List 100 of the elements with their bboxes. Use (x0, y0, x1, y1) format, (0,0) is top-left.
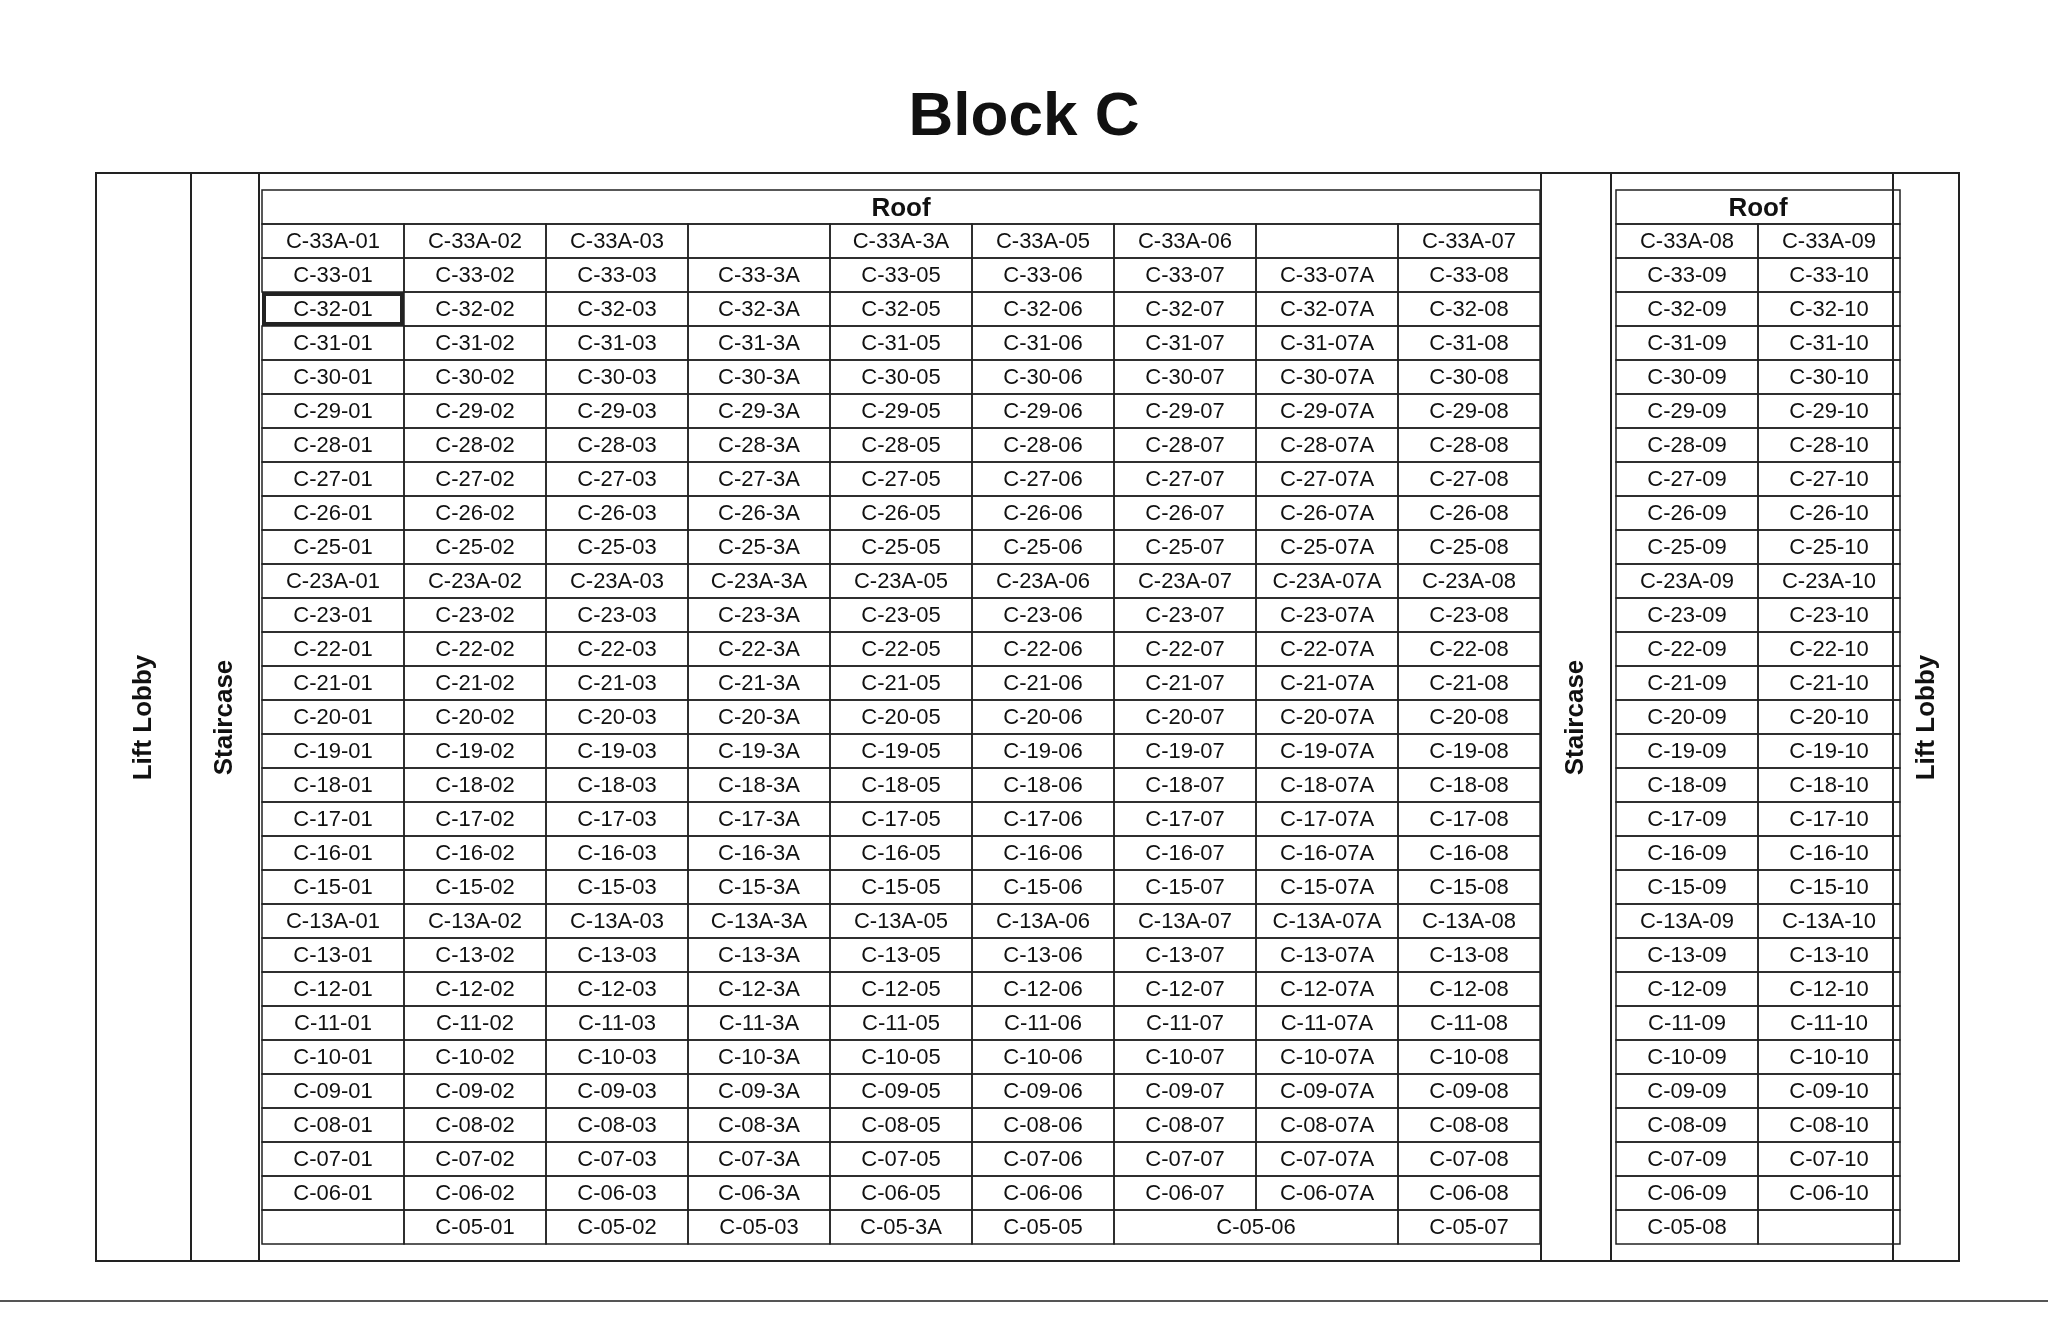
unit-number: C-33-10 (1789, 262, 1869, 288)
unit-number: C-15-07A (1279, 874, 1375, 900)
unit-number: C-21-07 (1145, 670, 1225, 696)
unit-number: C-15-10 (1789, 874, 1869, 900)
unit-number: C-31-06 (1003, 330, 1083, 356)
unit-number: C-11-02 (436, 1010, 514, 1036)
unit-number: C-07-06 (1003, 1146, 1083, 1172)
unit-number: C-12-10 (1789, 976, 1869, 1002)
unit-number: C-16-03 (577, 840, 657, 866)
unit-number: C-29-10 (1789, 398, 1869, 424)
unit-number: C-20-08 (1429, 704, 1509, 730)
unit-number: C-28-05 (861, 432, 941, 458)
unit-number: C-28-03 (577, 432, 657, 458)
unit-number: C-11-05 (862, 1010, 940, 1036)
unit-number: C-08-03 (577, 1112, 657, 1138)
unit-number: C-10-03 (577, 1044, 657, 1070)
unit-number: C-08-02 (435, 1112, 515, 1138)
unit-number: C-06-08 (1429, 1180, 1509, 1206)
unit-number: C-25-3A (718, 534, 800, 560)
unit-number: C-25-02 (435, 534, 515, 560)
unit-number: C-23-3A (718, 602, 800, 628)
unit-number: C-22-06 (1003, 636, 1083, 662)
unit-number: C-19-06 (1003, 738, 1083, 764)
unit-number: C-26-09 (1647, 500, 1727, 526)
unit-number: C-13-03 (577, 942, 657, 968)
unit-number: C-23-01 (293, 602, 373, 628)
unit-number: C-26-02 (435, 500, 515, 526)
unit-number: C-13A-03 (569, 908, 665, 934)
unit-number: C-10-08 (1429, 1044, 1509, 1070)
unit-number: C-15-09 (1647, 874, 1727, 900)
unit-number: C-23A-05 (853, 568, 949, 594)
unit-number: C-30-01 (293, 364, 373, 390)
unit-number: C-19-10 (1789, 738, 1869, 764)
unit-number: C-06-3A (718, 1180, 800, 1206)
roof-label: Roof (871, 191, 931, 223)
unit-number: C-19-01 (293, 738, 373, 764)
unit-number: C-17-06 (1003, 806, 1083, 832)
unit-number: C-10-07A (1279, 1044, 1375, 1070)
unit-number: C-25-03 (577, 534, 657, 560)
unit-number: C-16-10 (1789, 840, 1869, 866)
unit-number: C-22-3A (718, 636, 800, 662)
unit-number: C-05-05 (1003, 1214, 1083, 1240)
unit-number: C-33A-03 (569, 228, 665, 254)
unit-number: C-23A-07A (1272, 568, 1382, 594)
unit-number: C-23A-07 (1137, 568, 1233, 594)
unit-number: C-21-07A (1279, 670, 1375, 696)
unit-number: C-23A-03 (569, 568, 665, 594)
unit-number: C-22-03 (577, 636, 657, 662)
unit-number: C-15-05 (861, 874, 941, 900)
unit-number: C-07-02 (435, 1146, 515, 1172)
unit-number: C-33-03 (577, 262, 657, 288)
unit-number: C-23A-02 (427, 568, 523, 594)
unit-number: C-23-10 (1789, 602, 1869, 628)
unit-number: C-29-08 (1429, 398, 1509, 424)
unit-number: C-13-09 (1647, 942, 1727, 968)
unit-number: C-07-01 (293, 1146, 373, 1172)
unit-number: C-16-01 (293, 840, 373, 866)
unit-number: C-25-07 (1145, 534, 1225, 560)
unit-number: C-33A-02 (427, 228, 523, 254)
unit-number: C-05-06 (1216, 1214, 1296, 1240)
unit-number: C-17-05 (861, 806, 941, 832)
unit-number: C-27-03 (577, 466, 657, 492)
unit-number: C-33A-07 (1421, 228, 1517, 254)
unit-number: C-15-02 (435, 874, 515, 900)
unit-number: C-09-02 (435, 1078, 515, 1104)
unit-number: C-05-03 (719, 1214, 799, 1240)
unit-number: C-33-05 (861, 262, 941, 288)
unit-number: C-23-02 (435, 602, 515, 628)
unit-number: C-11-07 (1146, 1010, 1224, 1036)
unit-number: C-13-05 (861, 942, 941, 968)
unit-number: C-08-05 (861, 1112, 941, 1138)
unit-number: C-25-08 (1429, 534, 1509, 560)
unit-number: C-32-10 (1789, 296, 1869, 322)
unit-number: C-07-03 (577, 1146, 657, 1172)
unit-number: C-15-08 (1429, 874, 1509, 900)
unit-number: C-08-07A (1279, 1112, 1375, 1138)
unit-number: C-19-07A (1279, 738, 1375, 764)
unit-number: C-33-09 (1647, 262, 1727, 288)
staircase-label: Staircase (1559, 659, 1591, 775)
unit-number: C-28-06 (1003, 432, 1083, 458)
unit-number: C-16-07A (1279, 840, 1375, 866)
unit-number: C-27-3A (718, 466, 800, 492)
unit-number: C-16-07 (1145, 840, 1225, 866)
unit-number: C-19-07 (1145, 738, 1225, 764)
unit-number: C-20-07A (1279, 704, 1375, 730)
unit-number: C-06-02 (435, 1180, 515, 1206)
unit-number: C-29-3A (718, 398, 800, 424)
unit-number: C-11-07A (1280, 1010, 1374, 1036)
unit-number: C-17-02 (435, 806, 515, 832)
unit-number: C-12-08 (1429, 976, 1509, 1002)
unit-number: C-18-01 (293, 772, 373, 798)
unit-number: C-33A-3A (852, 228, 950, 254)
unit-number: C-16-08 (1429, 840, 1509, 866)
unit-number: C-21-01 (293, 670, 373, 696)
unit-number: C-13-07A (1279, 942, 1375, 968)
unit-number: C-21-08 (1429, 670, 1509, 696)
unit-number: C-18-07A (1279, 772, 1375, 798)
unit-number: C-27-09 (1647, 466, 1727, 492)
unit-number: C-20-07 (1145, 704, 1225, 730)
unit-number: C-25-01 (293, 534, 373, 560)
